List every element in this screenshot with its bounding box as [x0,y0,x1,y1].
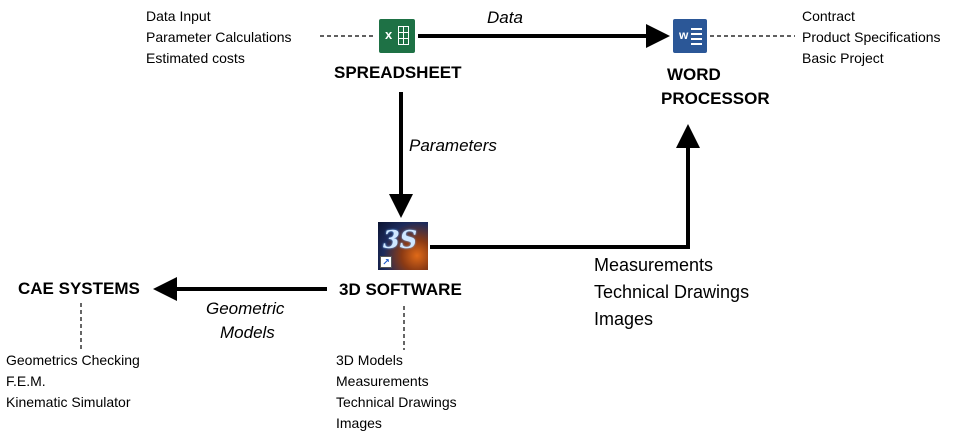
parameters-edge-label: Parameters [409,136,497,155]
word-letter: w [679,28,689,42]
excel-grid-glyph [398,26,409,45]
cae-systems-label: CAE SYSTEMS [18,279,140,298]
excel-letter: x [385,27,393,42]
cae-note: F.E.M. [6,373,46,389]
to-word-edge-label: Measurements Technical Drawings Images [594,252,749,333]
to-word-edge-line: Technical Drawings [594,282,750,302]
word-page-glyph [691,26,702,45]
word-processor-note: Contract [802,8,855,24]
geometric-models-line: Geometric [206,299,285,318]
software-3d-note: Images [336,415,382,431]
geometric-models-line: Models [220,323,275,342]
software-3d-note: Measurements [336,373,429,389]
word-processor-label: WORD PROCESSOR [661,63,770,111]
word-processor-notes: Contract Product Specifications Basic Pr… [802,6,941,69]
software-3d-label: 3D SOFTWARE [339,280,462,299]
spreadsheet-note: Parameter Calculations [146,29,292,45]
word-icon: w [673,19,707,53]
excel-icon: x [379,19,415,53]
spreadsheet-note: Data Input [146,8,211,24]
word-processor-note: Product Specifications [802,29,941,45]
word-processor-label-line: WORD [667,65,721,84]
software-3d-note: Technical Drawings [336,394,457,410]
3ds-logo: 3S [383,225,418,254]
software-3d-notes: 3D Models Measurements Technical Drawing… [336,350,457,434]
word-processor-note: Basic Project [802,50,884,66]
spreadsheet-label: SPREADSHEET [334,63,462,82]
data-edge-label: Data [487,8,523,27]
shortcut-arrow-icon: ↗ [380,256,392,268]
cae-notes: Geometrics Checking F.E.M. Kinematic Sim… [6,350,140,413]
software-3d-note: 3D Models [336,352,403,368]
to-word-edge-line: Images [594,309,654,329]
arrow-to-word [430,124,700,249]
cae-note: Kinematic Simulator [6,394,131,410]
cae-note: Geometrics Checking [6,352,140,368]
spreadsheet-notes: Data Input Parameter Calculations Estima… [146,6,292,69]
geometric-models-edge-label: Geometric Models [206,297,284,345]
3ds-icon: 3S ↗ [378,222,428,270]
word-processor-label-line: PROCESSOR [661,89,770,108]
spreadsheet-note: Estimated costs [146,50,245,66]
to-word-edge-line: Measurements [594,255,714,275]
